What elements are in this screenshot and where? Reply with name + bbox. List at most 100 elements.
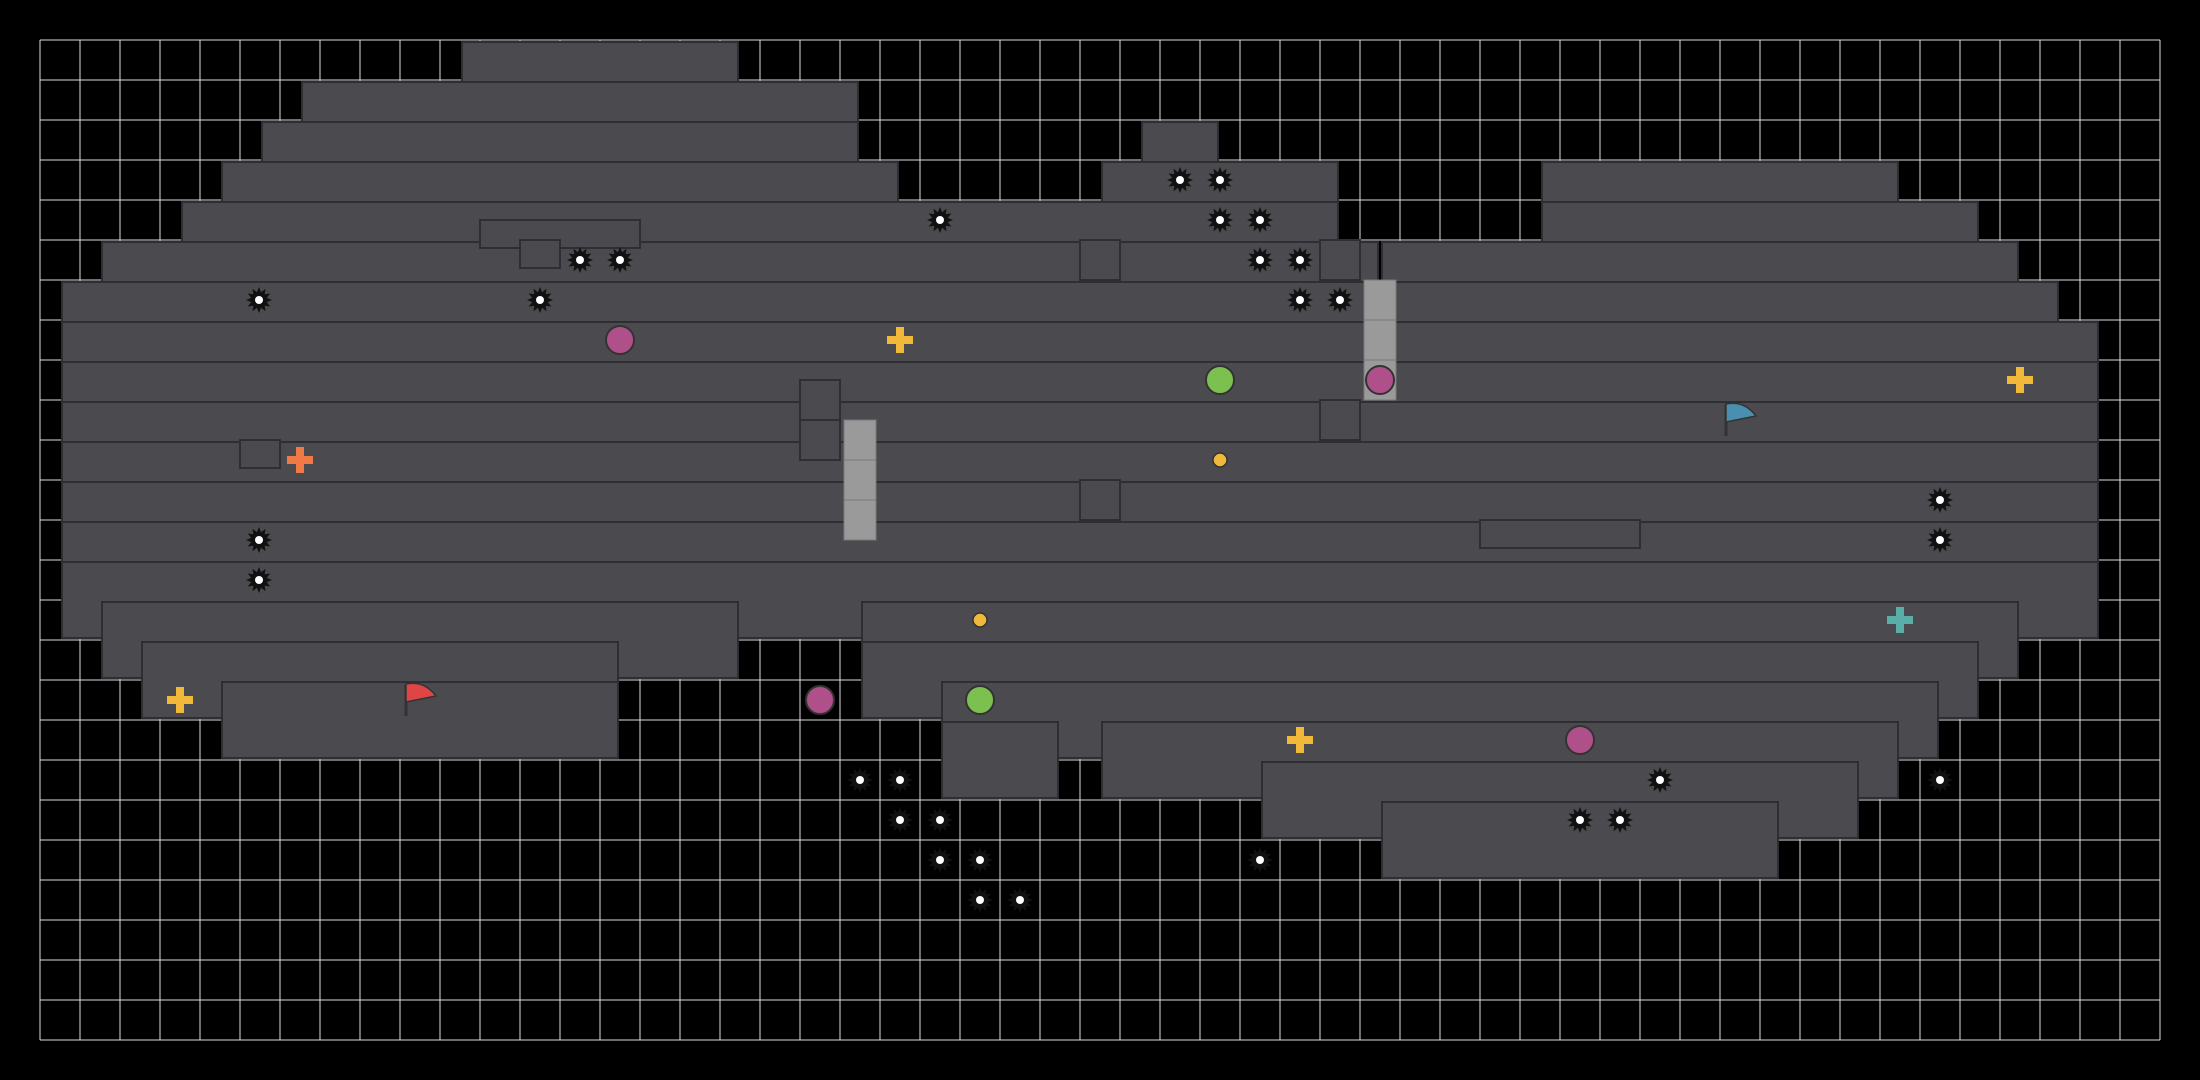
spike-icon [927, 207, 953, 233]
spike-icon [967, 887, 993, 913]
spike-core [616, 256, 624, 264]
spike-icon [1247, 207, 1273, 233]
wall-block [1079, 239, 1121, 281]
cross-bar [1896, 607, 1904, 633]
spike-core [1936, 496, 1944, 504]
wall-strip [479, 219, 641, 249]
boost-icon [1205, 365, 1235, 395]
red-flag-icon [404, 682, 438, 716]
spike-icon [567, 247, 593, 273]
spike-core [1256, 856, 1264, 864]
spike-icon [1207, 207, 1233, 233]
boost-icon [965, 685, 995, 715]
blue-flag-icon [1724, 402, 1758, 436]
spike-core [1936, 776, 1944, 784]
speed-cross-icon [887, 327, 913, 353]
wall-block [1079, 479, 1121, 521]
spike-icon [927, 807, 953, 833]
cross-bar [176, 687, 184, 713]
spike-icon [246, 527, 272, 553]
spike-core [1656, 776, 1664, 784]
gate-tile [843, 459, 877, 501]
spike-icon [1287, 247, 1313, 273]
spike-icon [1927, 487, 1953, 513]
spike-core [255, 576, 263, 584]
spike-core [1936, 536, 1944, 544]
spike-icon [246, 287, 272, 313]
spike-core [1216, 216, 1224, 224]
spike-core [976, 856, 984, 864]
spike-icon [607, 247, 633, 273]
entity-layer [167, 167, 2033, 913]
heal-cross-icon [1887, 607, 1913, 633]
spike-icon [1247, 247, 1273, 273]
spike-core [1336, 296, 1344, 304]
gate-tile [843, 499, 877, 541]
spike-icon [1567, 807, 1593, 833]
spike-core [255, 536, 263, 544]
boost-body [1205, 365, 1235, 395]
flag-cloth [405, 682, 438, 703]
wall-segment [221, 681, 619, 759]
spike-icon [847, 767, 873, 793]
spike-core [1016, 896, 1024, 904]
spike-icon [927, 847, 953, 873]
spike-core [936, 216, 944, 224]
speed-cross-icon [2007, 367, 2033, 393]
spike-icon [1927, 527, 1953, 553]
wall-segment [941, 721, 1059, 799]
boost-body [965, 685, 995, 715]
spike-core [896, 816, 904, 824]
wall-strip [1479, 519, 1641, 549]
bomb-icon [1365, 365, 1395, 395]
bomb-body [1365, 365, 1395, 395]
cross-bar [2016, 367, 2024, 393]
spike-core [1256, 256, 1264, 264]
spike-icon [1007, 887, 1033, 913]
spike-core [1256, 216, 1264, 224]
spike-core [856, 776, 864, 784]
bomb-icon [605, 325, 635, 355]
spike-icon [967, 847, 993, 873]
spike-icon [1327, 287, 1353, 313]
cross-bar [296, 447, 304, 473]
spike-core [1576, 816, 1584, 824]
spike-core [576, 256, 584, 264]
gate-tile [1363, 279, 1397, 321]
gate-tile [843, 419, 877, 461]
spike-icon [246, 567, 272, 593]
spike-core [896, 776, 904, 784]
wall-layer [61, 41, 2099, 879]
speed-cross-icon [1287, 727, 1313, 753]
spike-core [255, 296, 263, 304]
spike-core [1176, 176, 1184, 184]
spike-core [1216, 176, 1224, 184]
spike-core [936, 816, 944, 824]
wall-strip [239, 439, 281, 469]
bomb-body [605, 325, 635, 355]
cross-bar [1296, 727, 1304, 753]
spike-core [936, 856, 944, 864]
spike-core [536, 296, 544, 304]
spike-core [976, 896, 984, 904]
spike-icon [527, 287, 553, 313]
spike-icon [887, 807, 913, 833]
point-dot [972, 612, 988, 628]
bomb-body [1565, 725, 1595, 755]
spike-icon [1607, 807, 1633, 833]
spike-core [1616, 816, 1624, 824]
spike-icon [887, 767, 913, 793]
spike-icon [1247, 847, 1273, 873]
spike-icon [1647, 767, 1673, 793]
wall-block [1319, 239, 1361, 281]
point-dot [1212, 452, 1228, 468]
wall-block [1319, 399, 1361, 441]
bomb-icon [805, 685, 835, 715]
spike-icon [1167, 167, 1193, 193]
speed-cross-icon [167, 687, 193, 713]
spike-icon [1207, 167, 1233, 193]
gate-tile [1363, 319, 1397, 361]
wall-block [799, 379, 841, 421]
flag-cloth [1725, 402, 1758, 423]
